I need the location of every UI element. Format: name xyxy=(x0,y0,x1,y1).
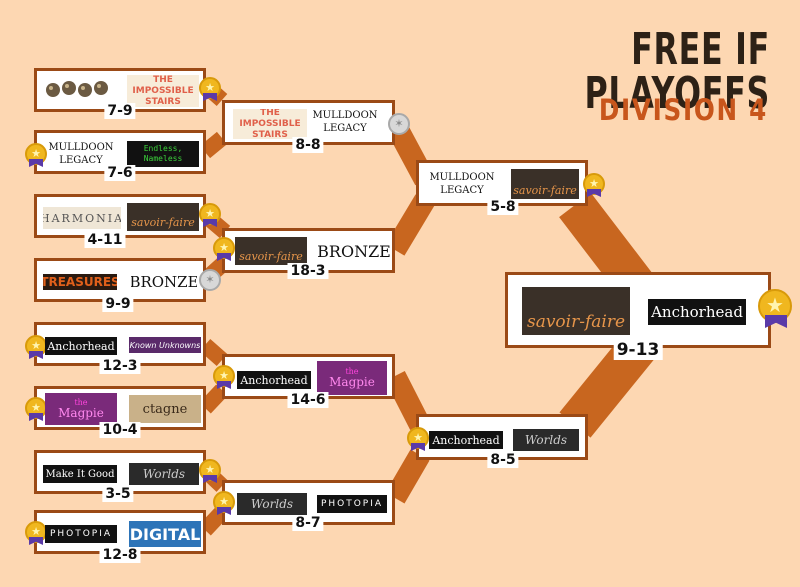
medal-icon: ★ xyxy=(213,365,235,389)
game-logo-savoir-faire: savoir-faire xyxy=(522,287,630,335)
score-r3-1: 5-8 xyxy=(487,199,519,215)
game-logo-anchorhead: Anchorhead xyxy=(648,299,746,325)
match-r1-8[interactable]: ★ PHOTOPIA DIGITAL xyxy=(25,510,206,554)
match-r1-2[interactable]: ★ MULLDOON LEGACY Endless, Nameless xyxy=(25,130,206,174)
score-r2-3: 14-6 xyxy=(287,392,329,408)
medal-icon: ★ xyxy=(25,335,47,359)
score-r1-6: 10-4 xyxy=(99,422,141,438)
game-logo-mulldoon-legacy: MULLDOON LEGACY xyxy=(48,142,114,166)
game-logo-mulldoon-legacy: MULLDOON LEGACY xyxy=(313,110,377,134)
medal-icon: ★ xyxy=(25,397,47,421)
score-r2-1: 8-8 xyxy=(292,137,324,153)
match-r2-3[interactable]: ★ Anchorhead the Magpie xyxy=(213,354,395,399)
game-logo-photopia: PHOTOPIA xyxy=(45,525,117,543)
medal-icon: ★ xyxy=(199,77,221,101)
game-logo-impossible-stairs: THE IMPOSSIBLE STAIRS xyxy=(127,75,199,107)
score-r1-4: 9-9 xyxy=(102,296,134,312)
connector-r1-c xyxy=(199,339,228,414)
game-logo-ctagne: ctagne xyxy=(129,395,201,423)
game-logo-bronze: BRONZE xyxy=(317,241,391,261)
medal-icon: ★ xyxy=(199,459,221,483)
game-logo-pebbles xyxy=(43,79,113,101)
division-subtitle: DIVISION 4 xyxy=(598,93,768,127)
medal-icon: ★ xyxy=(407,427,429,451)
match-r1-3[interactable]: HARMONIA savoir-faire ★ xyxy=(34,194,221,238)
connector-r2-bottom xyxy=(385,371,430,504)
medal-icon: ★ xyxy=(583,173,605,197)
score-r1-8: 12-8 xyxy=(99,547,141,563)
game-logo-endless-nameless: Endless, Nameless xyxy=(127,141,199,167)
game-logo-digital: DIGITAL xyxy=(129,521,201,547)
game-logo-worlds: Worlds xyxy=(513,429,579,451)
medal-icon: ★ xyxy=(199,203,221,227)
game-logo-the-magpie: the Magpie xyxy=(45,393,117,425)
medal-icon: ★ xyxy=(213,491,235,515)
game-logo-the-magpie: the Magpie xyxy=(317,361,387,395)
game-logo-bronze: BRONZE xyxy=(131,273,197,291)
score-r1-5: 12-3 xyxy=(99,358,141,374)
score-r1-7: 3-5 xyxy=(102,486,134,502)
game-logo-anchorhead: Anchorhead xyxy=(45,337,117,355)
medal-icon: ★ xyxy=(758,289,794,328)
game-logo-make-it-good: Make It Good xyxy=(43,465,117,483)
game-logo-savoir-faire: savoir-faire xyxy=(235,237,307,265)
medal-icon: ★ xyxy=(25,521,47,545)
score-r1-2: 7-6 xyxy=(104,165,136,181)
score-r2-4: 8-7 xyxy=(292,515,324,531)
game-logo-known-unknowns: Known Unknowns xyxy=(129,337,201,353)
game-logo-worlds: Worlds xyxy=(237,493,307,515)
match-r1-4[interactable]: TREASURES BRONZE ✶ xyxy=(34,258,221,302)
game-logo-impossible-stairs: THE IMPOSSIBLE STAIRS xyxy=(233,109,307,139)
score-r1-3: 4-11 xyxy=(84,232,126,248)
medal-icon: ✶ xyxy=(388,113,410,135)
game-logo-savoir-faire: savoir-faire xyxy=(511,169,579,199)
game-logo-harmonia: HARMONIA xyxy=(43,207,121,229)
medal-icon: ★ xyxy=(213,237,235,261)
score-r2-2: 18-3 xyxy=(287,263,329,279)
game-logo-worlds: Worlds xyxy=(129,463,199,485)
score-r3-2: 8-5 xyxy=(487,452,519,468)
score-r1-1: 7-9 xyxy=(104,103,136,119)
game-logo-photopia: PHOTOPIA xyxy=(317,495,387,513)
score-final: 9-13 xyxy=(613,340,663,360)
game-logo-mulldoon-legacy: MULLDOON LEGACY xyxy=(429,172,495,196)
match-final[interactable]: savoir-faire Anchorhead ★ xyxy=(505,272,792,348)
medal-icon: ✶ xyxy=(199,269,221,291)
game-logo-savoir-faire: savoir-faire xyxy=(127,203,199,231)
game-logo-treasures: TREASURES xyxy=(43,271,117,293)
page-title: FREE IF PLAYOFFS xyxy=(584,24,770,119)
game-logo-anchorhead: Anchorhead xyxy=(429,431,503,449)
medal-icon: ★ xyxy=(25,143,47,167)
game-logo-anchorhead: Anchorhead xyxy=(237,371,311,389)
